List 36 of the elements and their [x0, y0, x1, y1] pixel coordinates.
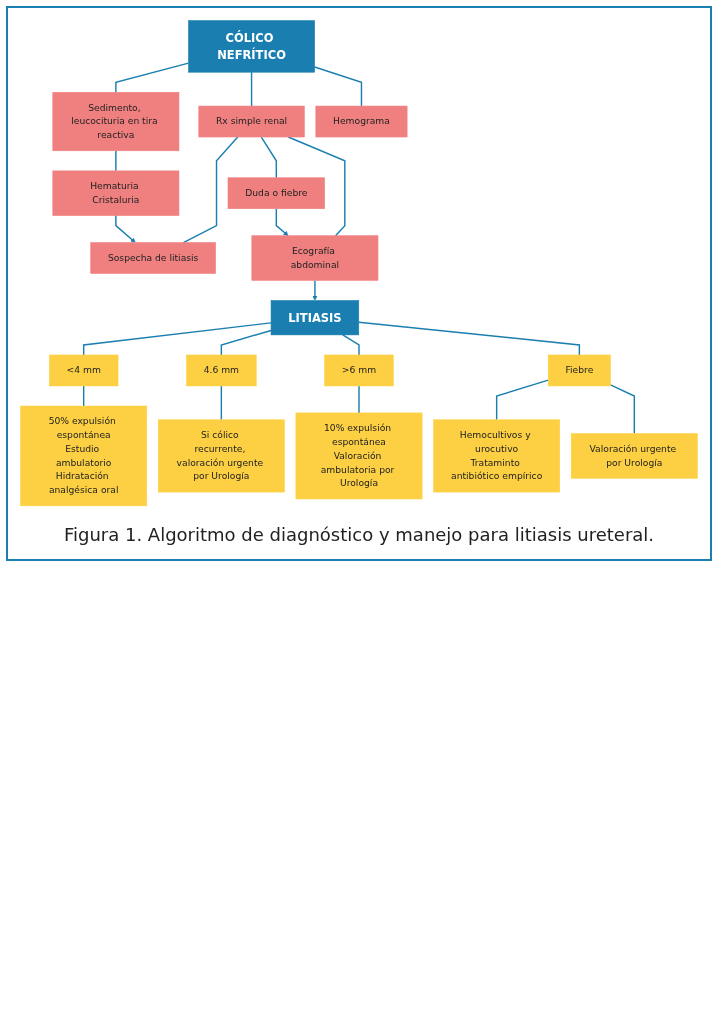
connector	[358, 385, 360, 414]
arrow	[312, 279, 318, 301]
node-box: Hemocultivos y urocutivo Trataminto antibiótico empírico	[433, 419, 561, 493]
figure-caption: Figura 1. Algoritmo de diagnóstico y manejo para litiasis ureteral.	[62, 524, 656, 546]
node-box: Duda o fiebre	[227, 177, 325, 209]
node-box: Sedimento, leucocituria en tira reactiva	[52, 92, 180, 152]
node-box: >6 mm	[324, 354, 394, 387]
node-box: Si cólico recurrente, valoración urgente por Urología	[157, 419, 285, 493]
connector	[220, 329, 272, 356]
arrow	[115, 214, 136, 243]
node-box: Sospecha de litiasis	[90, 242, 216, 274]
connector	[220, 385, 223, 421]
connector	[82, 322, 272, 356]
node-box: Fiebre	[547, 354, 611, 387]
connector	[495, 379, 549, 421]
connector	[313, 66, 363, 107]
node-box: Hematuria Cristaluria	[52, 170, 180, 216]
node-box: <4 mm	[49, 354, 119, 387]
connector	[250, 71, 253, 107]
node-box: Valoración urgente por Urología	[570, 433, 698, 479]
connector	[358, 321, 581, 356]
node-box: 10% expulsión espontánea Valoración ambulatoria por Urología	[295, 412, 423, 500]
connector	[115, 150, 117, 172]
connector	[182, 136, 239, 244]
arrow	[275, 208, 289, 236]
node-box: LITIASIS	[270, 300, 360, 336]
node-box: Hemograma	[315, 105, 408, 138]
node-box: Rx simple renal	[198, 105, 305, 138]
connector	[115, 62, 190, 93]
connector	[260, 136, 278, 179]
node-box: CÓLICO NEFRÍTICO	[188, 20, 315, 73]
connector	[82, 385, 85, 407]
node-box: Ecografía abdominal	[251, 235, 379, 281]
connector	[342, 334, 360, 356]
node-box: 4.6 mm	[186, 354, 257, 387]
node-box: 50% expulsión espontánea Estudio ambulatorio Hidratación analgésica oral	[20, 405, 148, 507]
